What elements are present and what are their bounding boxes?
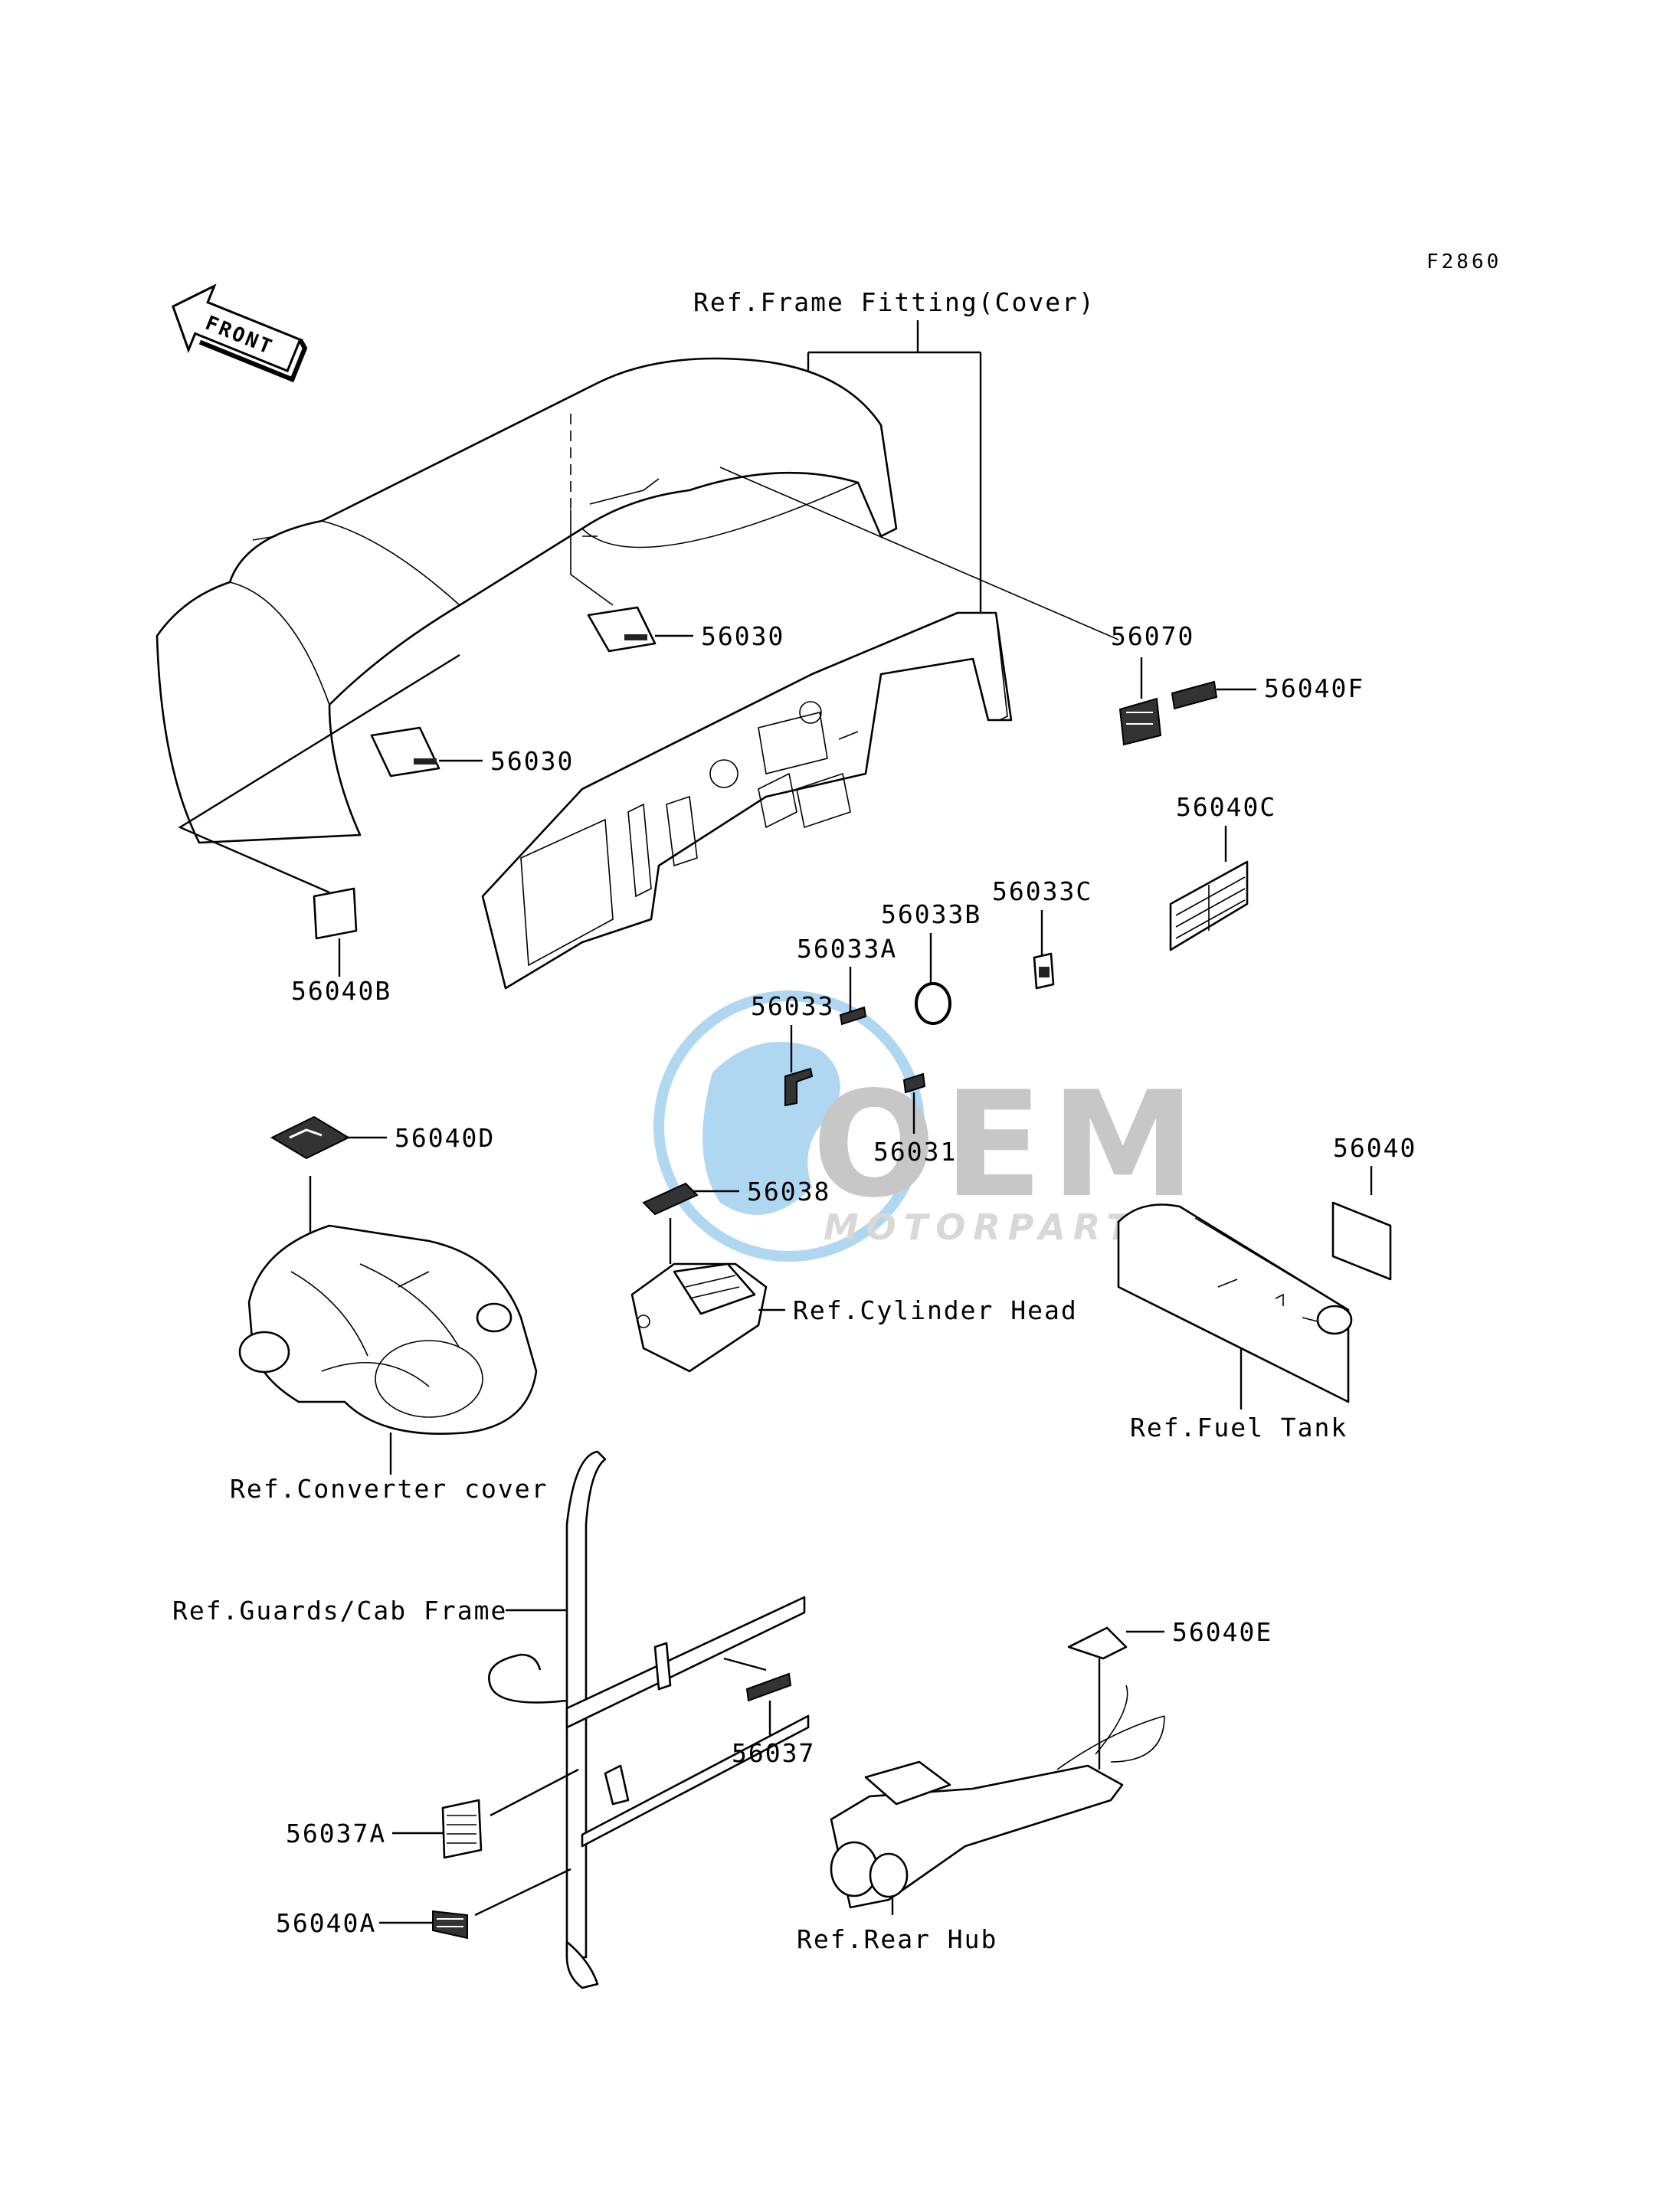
front-direction-arrow: FRONT <box>171 283 308 383</box>
decal-56040B <box>313 887 358 940</box>
part-56040: 56040 <box>1333 1133 1416 1163</box>
part-56031: 56031 <box>873 1137 957 1167</box>
watermark-tagline: MOTORPARTS <box>824 1207 1171 1248</box>
globe-icon <box>653 990 925 1262</box>
part-56070: 56070 <box>1111 621 1194 651</box>
decal-56038 <box>642 1182 699 1216</box>
part-56033: 56033 <box>751 991 834 1021</box>
decal-56040A <box>432 1910 468 1940</box>
leader-56037-frame <box>723 1657 767 1671</box>
decal-56040C <box>1169 860 1249 951</box>
decal-56070 <box>1118 697 1162 746</box>
decal-56030-lower <box>370 726 440 778</box>
ref-converter-cover-label: Ref.Converter cover <box>230 1474 549 1504</box>
dashboard-panel-part <box>481 611 1013 990</box>
part-56040A: 56040A <box>276 1908 376 1938</box>
part-56033C: 56033C <box>992 876 1092 906</box>
ref-fuel-tank-label: Ref.Fuel Tank <box>1130 1413 1348 1442</box>
leader-56040A-frame <box>474 1868 571 1917</box>
part-56040C: 56040C <box>1176 792 1276 822</box>
decal-56033 <box>784 1067 814 1107</box>
decal-56040 <box>1331 1201 1392 1281</box>
cover-to-56040B-line <box>178 653 460 894</box>
part-56040E: 56040E <box>1172 1617 1272 1647</box>
ref-guards-cab-frame-label: Ref.Guards/Cab Frame <box>172 1596 507 1626</box>
decal-56033B-ring <box>915 982 951 1025</box>
rear-hub-part <box>830 1685 1165 1909</box>
continents-shape <box>702 1042 840 1215</box>
ref-rear-hub-label: Ref.Rear Hub <box>797 1924 997 1954</box>
frame-cover-part <box>156 357 1119 844</box>
decal-56030-top <box>587 606 657 653</box>
part-56040F: 56040F <box>1264 673 1364 703</box>
cylinder-head-part <box>630 1262 768 1373</box>
part-56040D: 56040D <box>395 1123 495 1153</box>
part-56033B: 56033B <box>881 899 981 929</box>
oem-motorparts-watermark: OEM MOTORPARTS <box>653 990 1203 1262</box>
decal-56031 <box>902 1072 926 1094</box>
frame-fitting-leader <box>807 320 982 613</box>
decal-56040E <box>1067 1626 1128 1660</box>
decal-56033C <box>1033 952 1055 990</box>
decal-56040D <box>270 1115 351 1160</box>
watermark-brand: OEM <box>812 1060 1203 1229</box>
part-56037A: 56037A <box>286 1819 386 1848</box>
figure-code: F2860 <box>1426 250 1502 273</box>
part-56030-lower: 56030 <box>490 746 574 776</box>
part-56033A: 56033A <box>797 934 897 964</box>
leader-56037A-frame <box>490 1768 579 1817</box>
guards-cab-frame-part <box>488 1450 810 1989</box>
fuel-tank-part <box>1117 1203 1353 1403</box>
converter-cover-part <box>238 1224 538 1435</box>
part-56040B: 56040B <box>291 976 391 1006</box>
part-56037: 56037 <box>732 1738 815 1768</box>
ref-cylinder-head-label: Ref.Cylinder Head <box>793 1295 1078 1325</box>
decal-56037A <box>441 1799 483 1859</box>
decal-56037 <box>745 1672 792 1702</box>
decal-56040F <box>1171 680 1218 710</box>
ref-frame-fitting-label: Ref.Frame Fitting(Cover) <box>693 287 1095 317</box>
part-56030-top: 56030 <box>701 621 784 651</box>
part-56038: 56038 <box>747 1177 830 1207</box>
decal-56033A <box>839 1006 867 1026</box>
